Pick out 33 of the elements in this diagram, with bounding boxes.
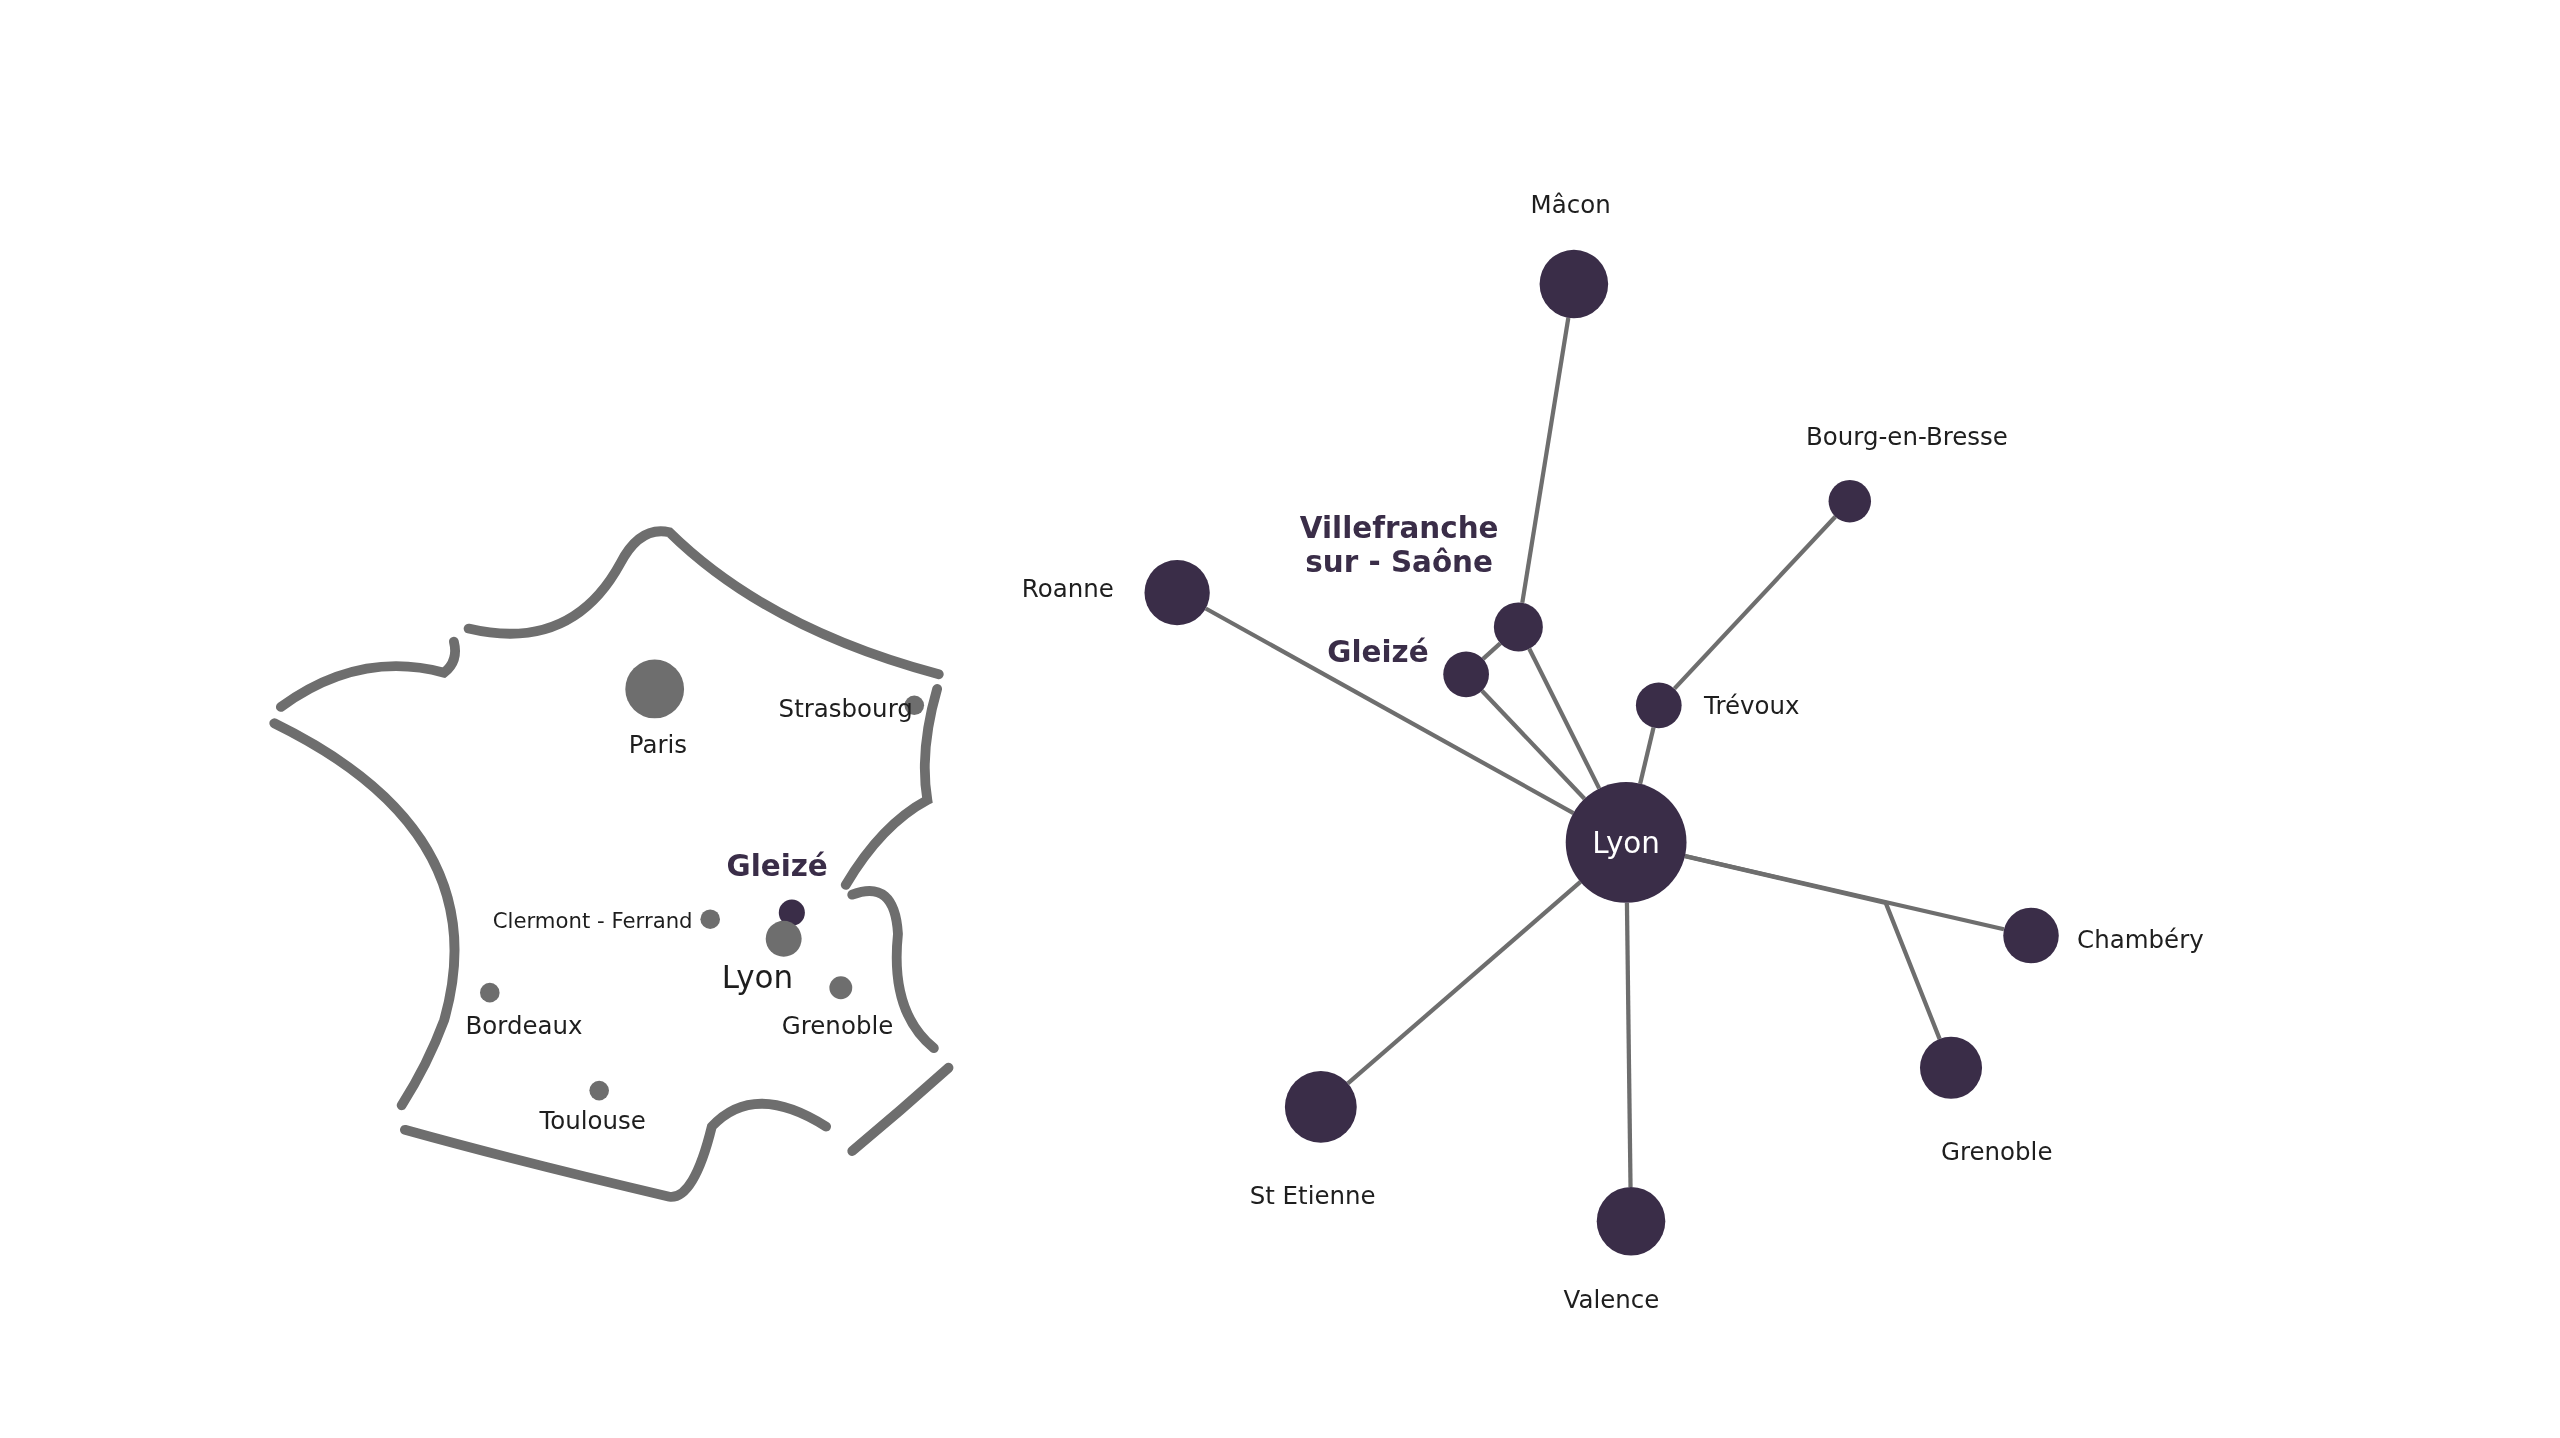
city-name: Bordeaux [465,1012,583,1041]
city-name: Clermont - Ferrand [492,910,693,935]
city-node [1493,602,1543,652]
city-name: Lyon [1592,825,1660,860]
city-name: Roanne [1021,575,1114,604]
connector-line [1527,647,1602,790]
connector-line [1520,317,1571,604]
connector-line [1624,902,1633,1187]
city-name: Paris [628,732,688,761]
connector-line [1672,515,1837,691]
city-name: Grenoble [1941,1138,2053,1167]
connector-line [1684,853,2005,932]
connector-line [1638,727,1656,785]
city-name: Bourg-en-Bresse [1806,423,2008,452]
city-node [1443,651,1489,698]
connector-line [1346,880,1582,1086]
city-name: Villefranche sur - Saône [1298,511,1500,580]
city-name: Chambéry [2077,926,2204,955]
city-name: Gleizé [726,850,828,884]
connector-line [1480,689,1587,801]
city-name: Mâcon [1530,191,1611,220]
city-name: Toulouse [539,1107,646,1136]
connector-line [1204,606,1575,815]
city-name: Valence [1563,1287,1660,1316]
city-name: Grenoble [781,1012,894,1041]
city-name: Trévoux [1704,692,1800,721]
city-name: Strasbourg [778,696,913,725]
city-name: Lyon [721,960,794,996]
connector-line [1684,854,1942,1040]
city-node [1828,480,1871,523]
city-name: St Etienne [1249,1182,1376,1211]
connector-line [1481,641,1502,661]
city-name: Gleizé [1327,636,1429,670]
